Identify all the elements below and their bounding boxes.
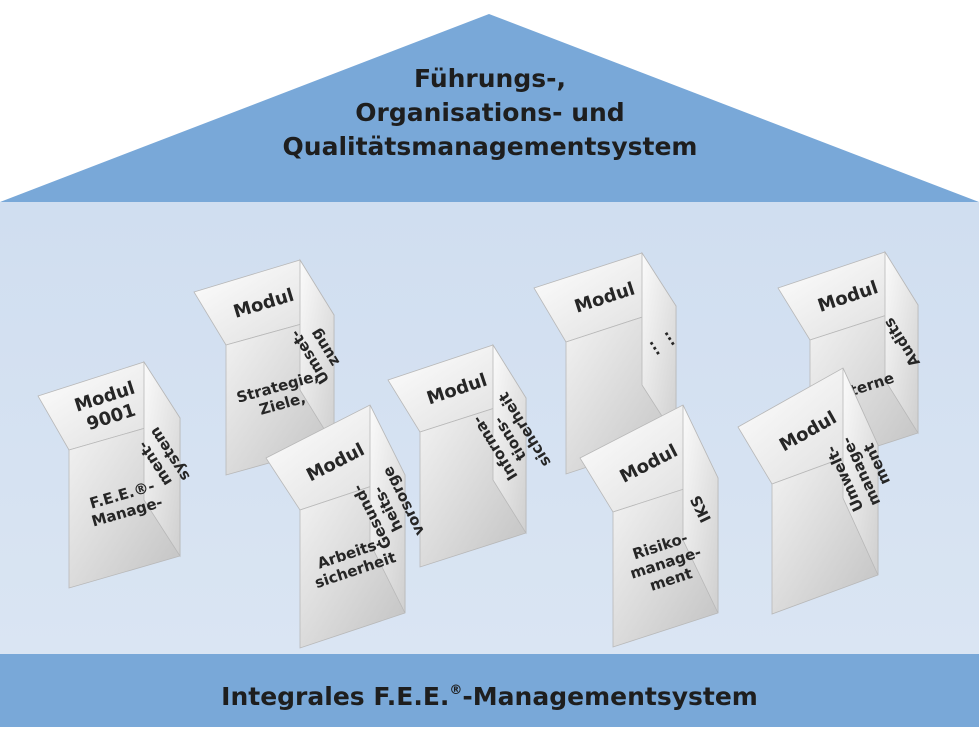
registered-mark: ® [449,683,463,698]
base-bar [0,654,979,727]
cube-right-face [842,367,879,576]
roof-title-line: Organisations- und [355,98,625,127]
cube-right-face [641,251,677,440]
base-title: Integrales F.E.E.®-Managementsystem [0,654,979,727]
cube-right-face [299,258,335,447]
base-title-post: -Managementsystem [462,682,758,711]
base-title-pre: Integrales F.E.E. [221,682,450,711]
roof-title: Führungs-, Organisations- und Qualitätsm… [180,62,800,164]
roof-title-line: Qualitätsmanagementsystem [282,132,698,161]
cube-right-face [143,360,181,558]
cube-right-face [682,404,719,614]
cubes-layer: ModulStrategie,Ziele,Umset-zungModul....… [37,250,924,649]
cube-right-face [884,250,919,435]
cube-right-face [492,343,527,535]
roof-title-line: Führungs-, [413,64,566,93]
cube-right-face [369,404,406,614]
roof-shape [0,14,979,202]
